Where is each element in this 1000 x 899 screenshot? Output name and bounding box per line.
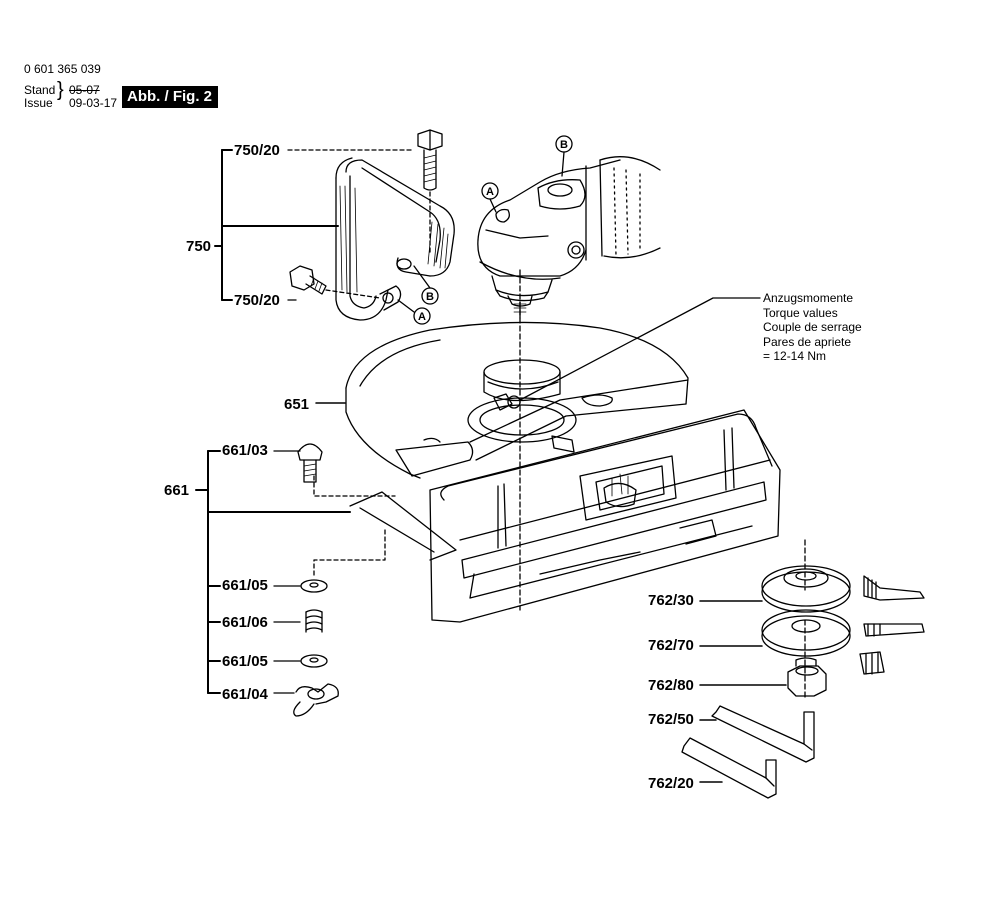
label-750-20-bottom: 750/20 bbox=[234, 292, 280, 309]
callout-b-grinder-text: B bbox=[560, 139, 568, 151]
label-762-80: 762/80 bbox=[648, 677, 694, 694]
torque-line-fr: Couple de serrage bbox=[763, 320, 862, 334]
clamping-nut-762-70 bbox=[761, 609, 925, 657]
torque-line-value: = 12-14 Nm bbox=[763, 349, 827, 363]
torque-line-es: Pares de apriete bbox=[763, 334, 852, 349]
issue-label: Issue bbox=[24, 96, 53, 110]
callout-a-grinder-text: A bbox=[486, 186, 494, 198]
label-762-30: 762/30 bbox=[648, 592, 694, 609]
callout-circles bbox=[397, 135, 573, 325]
handle-750 bbox=[335, 157, 455, 321]
callout-a-handle-text: A bbox=[418, 311, 426, 323]
label-661-06: 661/06 bbox=[222, 614, 268, 631]
flange-762-30 bbox=[761, 565, 925, 613]
label-762-50: 762/50 bbox=[648, 711, 694, 728]
nut-762-80 bbox=[787, 651, 885, 697]
torque-note: Anzugsmomente Torque values Couple de se… bbox=[763, 291, 862, 364]
hex-key-762-50 bbox=[711, 705, 815, 763]
brace-glyph: } bbox=[57, 79, 64, 101]
label-661-05-top: 661/05 bbox=[222, 577, 268, 594]
spring-661-06 bbox=[305, 609, 323, 633]
torque-line-de: Anzugsmomente bbox=[763, 291, 854, 305]
label-762-70: 762/70 bbox=[648, 637, 694, 654]
washer-661-05-top bbox=[300, 579, 328, 593]
carriage-bolt-661-03 bbox=[297, 443, 323, 483]
stand-value: 05-07 bbox=[69, 83, 100, 97]
label-661-03: 661/03 bbox=[222, 442, 268, 459]
label-651: 651 bbox=[284, 396, 310, 413]
label-661-05-bottom: 661/05 bbox=[222, 653, 268, 670]
label-750-20-top: 750/20 bbox=[234, 142, 280, 159]
wing-nut-661-04 bbox=[293, 683, 339, 717]
figure-badge: Abb. / Fig. 2 bbox=[122, 86, 218, 108]
torque-line-en: Torque values bbox=[763, 305, 838, 320]
label-661: 661 bbox=[164, 482, 190, 499]
cutting-guide-661 bbox=[349, 409, 781, 623]
washer-661-05-bottom bbox=[300, 654, 328, 668]
hex-key-762-20 bbox=[681, 737, 777, 799]
bolt-750-20-bottom bbox=[289, 265, 381, 299]
label-750: 750 bbox=[186, 238, 212, 255]
label-661-04: 661/04 bbox=[222, 686, 268, 703]
angle-grinder bbox=[477, 156, 661, 319]
part-number: 0 601 365 039 bbox=[24, 62, 101, 76]
bolt-750-20-top bbox=[417, 129, 443, 253]
issue-value: 09-03-17 bbox=[69, 96, 118, 110]
label-762-20: 762/20 bbox=[648, 775, 694, 792]
leader-lines bbox=[195, 149, 806, 783]
guard-651 bbox=[345, 321, 689, 479]
stand-label: Stand bbox=[24, 83, 56, 97]
callout-a-handle bbox=[413, 307, 431, 325]
callout-b-handle-text: B bbox=[426, 291, 434, 303]
